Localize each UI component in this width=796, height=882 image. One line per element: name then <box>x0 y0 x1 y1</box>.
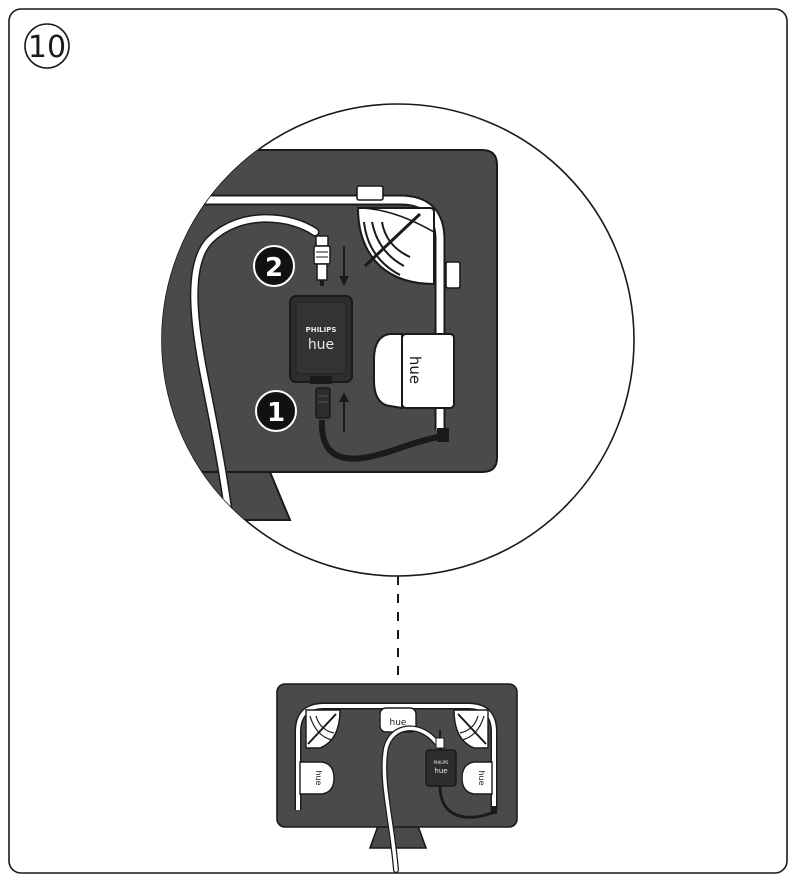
callout-2-label: 2 <box>265 253 283 283</box>
overview-device-brand-top: PHILIPS <box>434 760 449 765</box>
overview-device-brand-bottom: hue <box>434 767 447 775</box>
overview-right-corner-mount <box>453 709 489 749</box>
overview-power-cable <box>382 726 438 872</box>
callout-1-label: 1 <box>267 398 285 428</box>
overview-strip-cable <box>438 785 495 819</box>
strip-clip-side <box>445 261 461 289</box>
plug-1 <box>315 387 331 419</box>
overview: hue hue hue PHILIPS hue <box>276 683 518 873</box>
arrow-down-icon <box>339 246 349 286</box>
device-brand-top: PHILIPS <box>306 326 337 334</box>
zoom-detail: hue PHILIPS hue <box>161 103 635 577</box>
callout-2: 2 <box>253 245 295 287</box>
strip-clip-top <box>356 185 384 201</box>
overview-left-mount: hue <box>299 761 335 795</box>
mount-label: hue <box>406 356 424 384</box>
arrow-up-icon <box>339 392 349 432</box>
overview-left-corner-mount <box>305 709 341 749</box>
overview-strip-end <box>491 806 497 814</box>
plug-2 <box>313 235 331 286</box>
power-cable <box>191 215 318 543</box>
corner-mount <box>356 207 435 286</box>
overview-strip <box>296 704 496 810</box>
strip-cable <box>318 419 444 462</box>
step-number-circle <box>24 23 70 69</box>
overview-right-mount: hue <box>461 761 493 795</box>
overview-right-mount-label: hue <box>477 770 486 785</box>
step-number-badge: 10 <box>24 23 70 69</box>
overview-stand <box>368 825 428 849</box>
overview-sync-box: PHILIPS hue <box>425 730 457 787</box>
overview-left-mount-label: hue <box>314 770 323 785</box>
hue-sync-box: PHILIPS hue <box>289 295 353 384</box>
hue-mount: hue <box>373 333 455 410</box>
callout-1: 1 <box>255 390 297 432</box>
device-brand-bottom: hue <box>308 337 334 353</box>
overview-center-label: hue <box>390 718 407 728</box>
step-number: 10 <box>28 30 66 65</box>
